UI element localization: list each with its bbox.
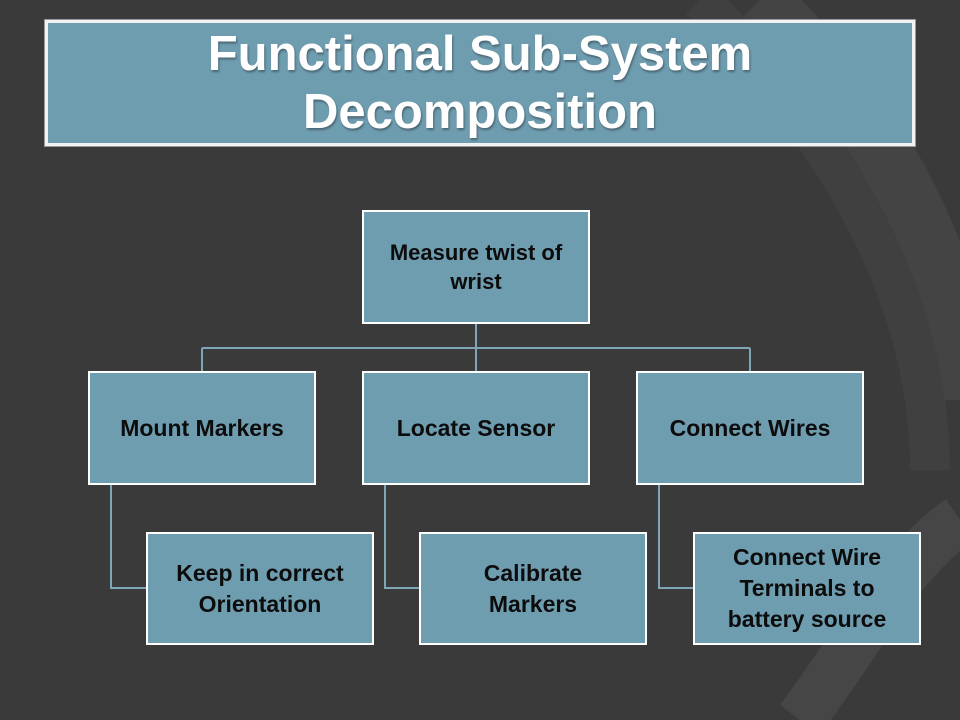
branch-node-locate-sensor: Locate Sensor bbox=[362, 371, 590, 485]
branch-node-label: Connect Wires bbox=[669, 415, 831, 441]
mount-markers-to-child-connector bbox=[110, 485, 147, 589]
title-banner: Functional Sub-System Decomposition bbox=[45, 20, 915, 146]
child-node-connect-battery: Connect Wire Terminals to battery source bbox=[693, 532, 921, 645]
branch-node-connect-wires: Connect Wires bbox=[636, 371, 864, 485]
root-node-label: Measure twist of wrist bbox=[389, 240, 563, 294]
slide-title: Functional Sub-System Decomposition bbox=[207, 27, 753, 139]
root-to-branches-connector bbox=[201, 324, 751, 372]
branch-node-mount-markers: Mount Markers bbox=[88, 371, 316, 485]
child-node-label: Connect Wire Terminals to battery source bbox=[727, 544, 887, 632]
child-node-label: Calibrate Markers bbox=[483, 559, 583, 617]
locate-sensor-to-child-connector bbox=[384, 485, 420, 589]
child-node-label: Keep in correct Orientation bbox=[176, 559, 344, 617]
branch-node-label: Mount Markers bbox=[120, 415, 284, 441]
child-node-keep-orientation: Keep in correct Orientation bbox=[146, 532, 374, 645]
connect-wires-to-child-connector bbox=[658, 485, 694, 589]
branch-node-label: Locate Sensor bbox=[396, 415, 556, 441]
root-node: Measure twist of wrist bbox=[362, 210, 590, 324]
child-node-calibrate-markers: Calibrate Markers bbox=[419, 532, 647, 645]
